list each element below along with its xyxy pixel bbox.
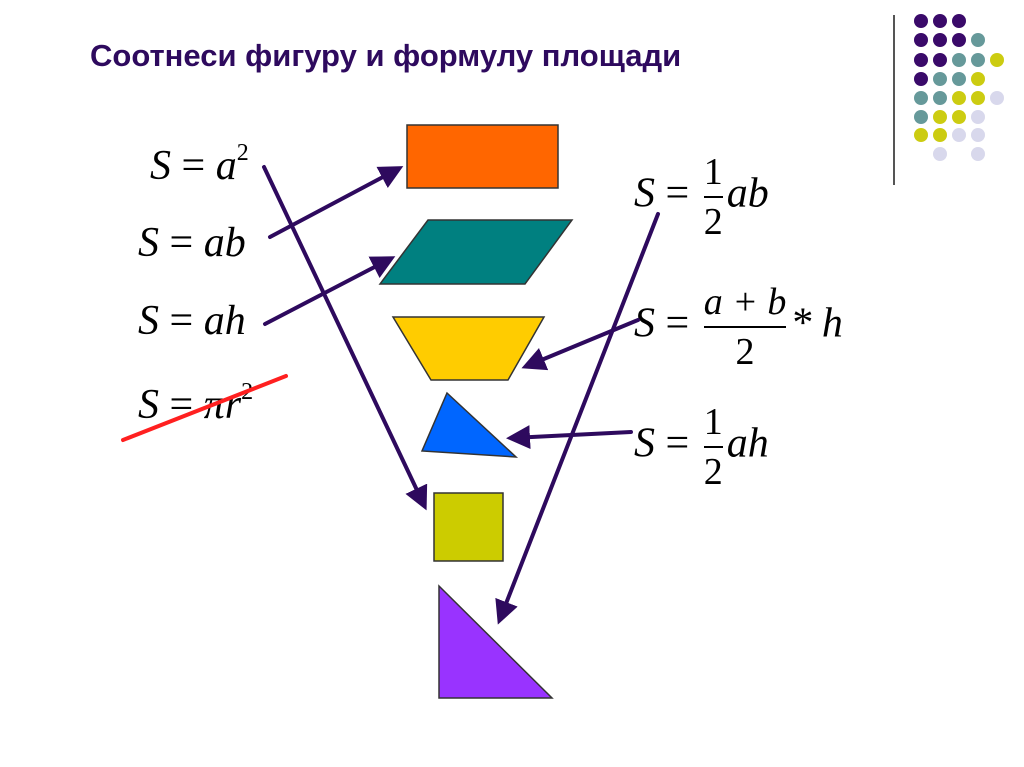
formula-lhs: S bbox=[150, 143, 171, 189]
formula-lhs: S bbox=[634, 300, 655, 347]
equals-sign: = bbox=[665, 420, 690, 467]
formula-lhs: S bbox=[138, 382, 159, 428]
formula-rhs: ah bbox=[726, 420, 769, 467]
formula-rhs: ab bbox=[726, 170, 769, 217]
equals-sign: = bbox=[169, 220, 194, 266]
equals-sign: = bbox=[665, 170, 690, 217]
formula-rhs: * h bbox=[790, 300, 843, 347]
equals-sign: = bbox=[181, 143, 206, 189]
arrow-rectangle-match bbox=[268, 166, 404, 239]
formula-square-area[interactable]: S = a2 bbox=[150, 141, 249, 189]
strike-through-line bbox=[121, 374, 288, 442]
formula-lhs: S bbox=[138, 220, 159, 266]
arrow-trapezoid-match bbox=[521, 318, 640, 371]
shape-trapezoid[interactable] bbox=[391, 316, 546, 381]
shape-triangle[interactable] bbox=[420, 391, 519, 458]
decorative-divider bbox=[893, 15, 895, 185]
formula-lhs: S bbox=[138, 298, 159, 344]
shape-parallelogram[interactable] bbox=[378, 219, 574, 285]
formula-rhs: ah bbox=[203, 298, 246, 344]
formula-lhs: S bbox=[634, 420, 655, 467]
equals-sign: = bbox=[665, 300, 690, 347]
formula-rhs: a bbox=[215, 143, 237, 189]
arrow-right-triangle-match bbox=[495, 212, 660, 625]
arrow-triangle-match bbox=[506, 425, 633, 450]
equals-sign: = bbox=[169, 298, 194, 344]
formula-rectangle-area[interactable]: S = ab bbox=[138, 222, 246, 264]
formula-lhs: S bbox=[634, 170, 655, 217]
decorative-dot-grid bbox=[914, 14, 1004, 161]
formula-rhs: ab bbox=[203, 220, 246, 266]
slide-title: Соотнеси фигуру и формулу площади bbox=[90, 38, 682, 73]
shape-square[interactable] bbox=[433, 492, 504, 562]
formula-parallelogram-area[interactable]: S = ah bbox=[138, 300, 246, 342]
arrow-square-match bbox=[262, 165, 428, 511]
exponent: 2 bbox=[236, 140, 249, 166]
shape-rectangle[interactable] bbox=[406, 124, 559, 189]
shape-right-triangle[interactable] bbox=[438, 584, 554, 699]
arrow-parallelogram-match bbox=[263, 256, 396, 326]
